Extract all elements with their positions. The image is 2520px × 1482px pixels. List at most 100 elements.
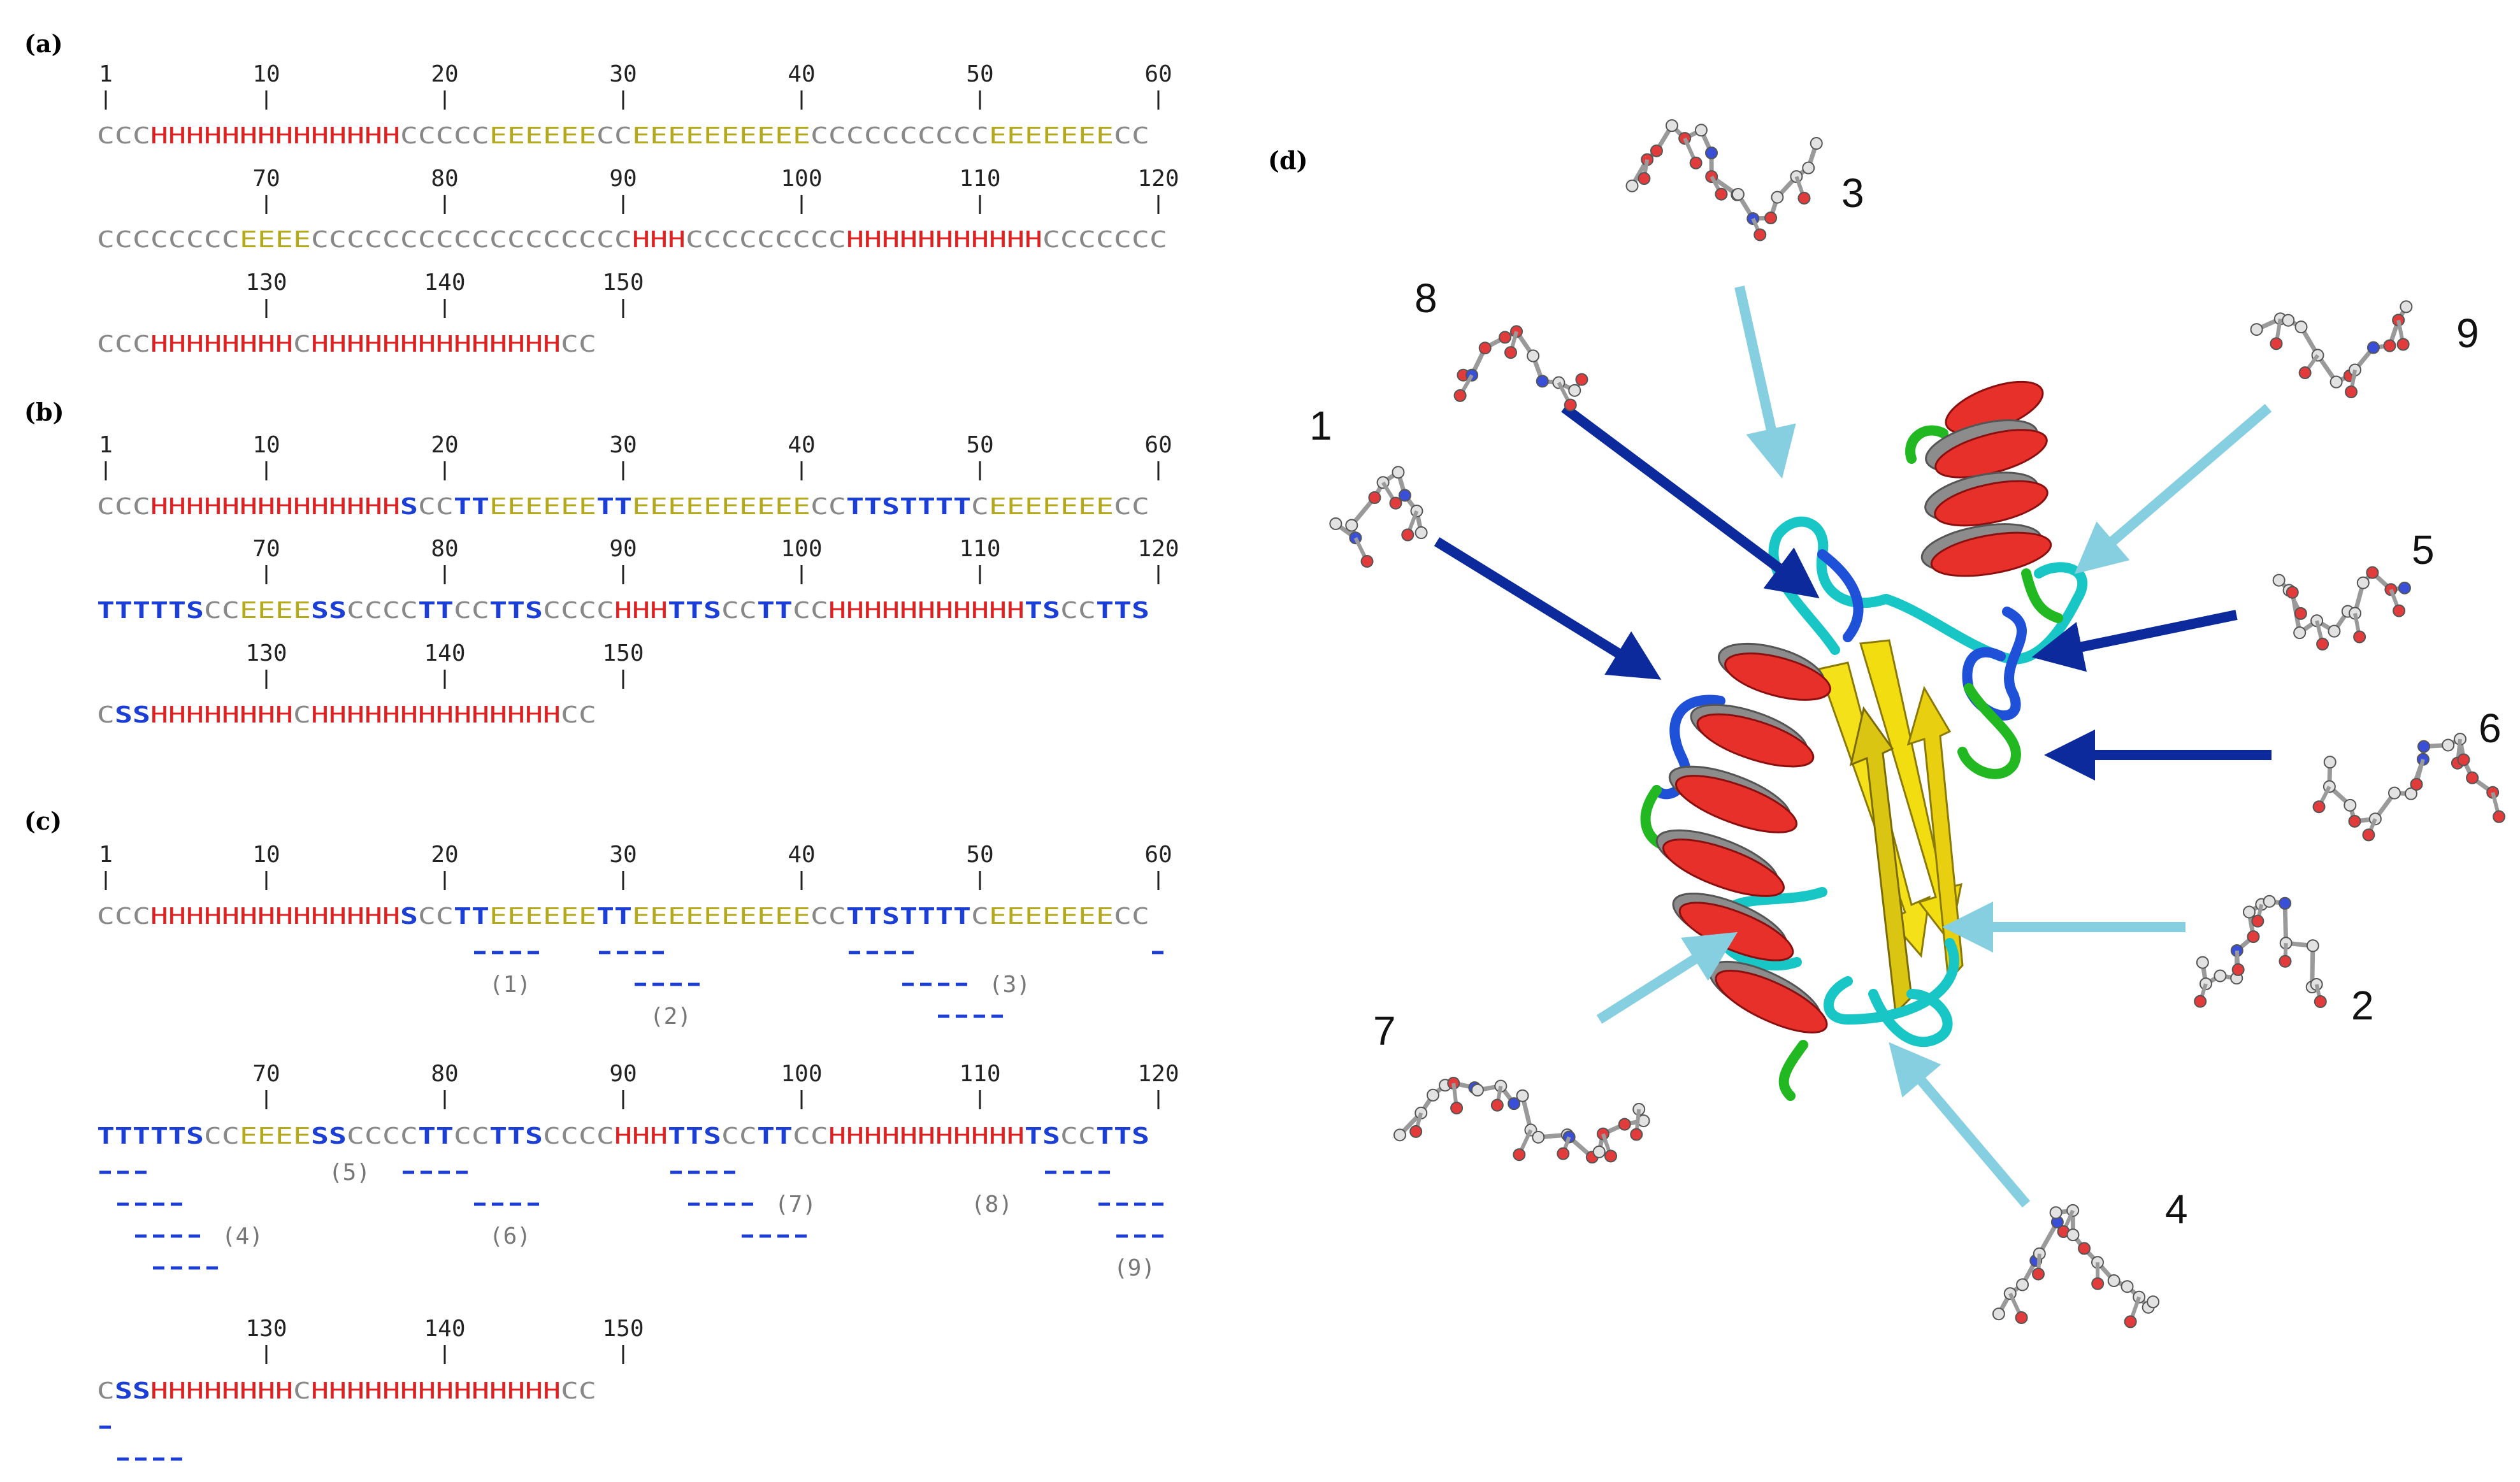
fragment-label: (9) bbox=[1114, 1255, 1155, 1281]
panel_a-tick-label: 120 bbox=[1137, 166, 1179, 192]
fragment-number-9: 9 bbox=[2456, 310, 2479, 356]
panel_c-tick-label: 130 bbox=[245, 1316, 287, 1342]
panel_b-tick-label: 80 bbox=[431, 536, 458, 562]
ball-and-stick-fragment bbox=[2312, 733, 2506, 842]
panel_a-tick-label: 20 bbox=[431, 61, 458, 87]
fragment-number-1: 1 bbox=[1309, 403, 1332, 449]
ball-and-stick-fragment bbox=[1393, 1077, 1650, 1164]
panel_b-tick-label: 100 bbox=[781, 536, 822, 562]
panel_b-tick-label: 30 bbox=[609, 432, 637, 458]
arrows bbox=[1434, 285, 2272, 1208]
panel_c-tick-label: 120 bbox=[1137, 1061, 1179, 1087]
panel_c-tick-label: 100 bbox=[781, 1061, 822, 1087]
loop-green bbox=[1957, 683, 2021, 779]
panel_a-tick-label: 130 bbox=[245, 270, 287, 296]
panel_b-tick-label: 60 bbox=[1144, 432, 1172, 458]
arrow-fragment-1 bbox=[1434, 537, 1662, 680]
fragment-label: (6) bbox=[489, 1223, 531, 1249]
fragment-label: (8) bbox=[971, 1191, 1012, 1218]
ball-and-stick-fragment bbox=[1992, 1204, 2160, 1328]
panel_a-tick-label: 30 bbox=[609, 61, 637, 87]
panel_b-tick-label: 10 bbox=[252, 432, 280, 458]
panel-label-a: (a) bbox=[24, 29, 63, 58]
panel_c-tick-label: 40 bbox=[788, 842, 815, 868]
panel_b-tick-label: 120 bbox=[1137, 536, 1179, 562]
alpha-helix-top bbox=[1920, 380, 2052, 577]
ball-and-stick-fragment bbox=[2250, 300, 2413, 399]
panel_c-tick-label: 10 bbox=[252, 842, 280, 868]
helices bbox=[1655, 380, 2052, 1033]
ball-and-stick-fragment bbox=[1453, 325, 1588, 412]
fragment-number-7: 7 bbox=[1373, 1008, 1396, 1054]
panel_b-tick-label: 50 bbox=[966, 432, 993, 458]
panel_a-tick-label: 1 bbox=[99, 61, 113, 87]
panel_a-tick-label: 50 bbox=[966, 61, 993, 87]
panel_c-tick-label: 60 bbox=[1144, 842, 1172, 868]
panel_b-tick-label: 150 bbox=[602, 640, 644, 666]
panel-label-b: (b) bbox=[24, 398, 64, 426]
arrow-fragment-4 bbox=[1889, 1042, 2031, 1208]
panel-d-protein-cartoon: 1 2 3 4 5 6 7 8 9 bbox=[1309, 119, 2506, 1328]
ball-and-stick-fragment bbox=[2194, 895, 2327, 1009]
panel_c-tick-label: 30 bbox=[609, 842, 637, 868]
panel-label-d: (d) bbox=[1268, 146, 1308, 175]
fragment-label: (1) bbox=[489, 972, 531, 998]
fragment-number-8: 8 bbox=[1415, 275, 1437, 321]
fragment-numbers: 1 2 3 4 5 6 7 8 9 bbox=[1309, 170, 2502, 1232]
panel_a-tick-label: 60 bbox=[1144, 61, 1172, 87]
panel_a-tick-label: 10 bbox=[252, 61, 280, 87]
loop-blue bbox=[1962, 607, 2027, 721]
panel_a-tick-label: 100 bbox=[781, 166, 822, 192]
panel_b-tick-label: 70 bbox=[252, 536, 280, 562]
alpha-helix-left bbox=[1655, 642, 1831, 1033]
arrow-fragment-3 bbox=[1734, 285, 1796, 479]
panel_a-tick-label: 80 bbox=[431, 166, 458, 192]
panel_a-tick-label: 40 bbox=[788, 61, 815, 87]
fragment-label: (5) bbox=[329, 1160, 370, 1186]
panel_b-tick-label: 110 bbox=[959, 536, 1000, 562]
fragment-number-5: 5 bbox=[2412, 527, 2435, 573]
panel_b-tick-label: 90 bbox=[609, 536, 637, 562]
panel_a-tick-label: 90 bbox=[609, 166, 637, 192]
panel_a-tick-label: 110 bbox=[959, 166, 1000, 192]
beta-strand bbox=[1849, 706, 1913, 1016]
beta-sheet bbox=[1818, 639, 1964, 1016]
panel_a-tick-label: 140 bbox=[424, 270, 465, 296]
panel_c-tick-label: 50 bbox=[966, 842, 993, 868]
panel_c-tick-label: 110 bbox=[959, 1061, 1000, 1087]
fragment-number-6: 6 bbox=[2479, 705, 2502, 751]
panel_b-tick-label: 140 bbox=[424, 640, 465, 666]
loop-blue bbox=[1652, 694, 1725, 800]
ball-and-stick-fragment bbox=[2272, 566, 2411, 651]
panel_b-tick-label: 40 bbox=[788, 432, 815, 458]
arrow-fragment-8 bbox=[1561, 403, 1820, 599]
panel_c-tick-label: 90 bbox=[609, 1061, 637, 1087]
panel_b-tick-label: 1 bbox=[99, 432, 113, 458]
fragment-number-3: 3 bbox=[1841, 170, 1864, 216]
panel_c-tick-label: 20 bbox=[431, 842, 458, 868]
loop-green bbox=[1905, 425, 1948, 464]
arrow-fragment-5 bbox=[2031, 610, 2238, 672]
ball-and-stick-fragment bbox=[1625, 119, 1823, 241]
panel_c-tick-label: 80 bbox=[431, 1061, 458, 1087]
panel_b-tick-label: 130 bbox=[245, 640, 287, 666]
arrow-fragment-9 bbox=[2074, 403, 2272, 574]
ball-and-stick-fragment bbox=[1329, 466, 1428, 568]
fragment-label: (2) bbox=[650, 1004, 691, 1030]
loop-cyan bbox=[1768, 516, 1891, 655]
panel_a-tick-label: 150 bbox=[602, 270, 644, 296]
panel_c-tick-label: 140 bbox=[424, 1316, 465, 1342]
panel_a-tick-label: 70 bbox=[252, 166, 280, 192]
panel_b-tick-label: 20 bbox=[431, 432, 458, 458]
